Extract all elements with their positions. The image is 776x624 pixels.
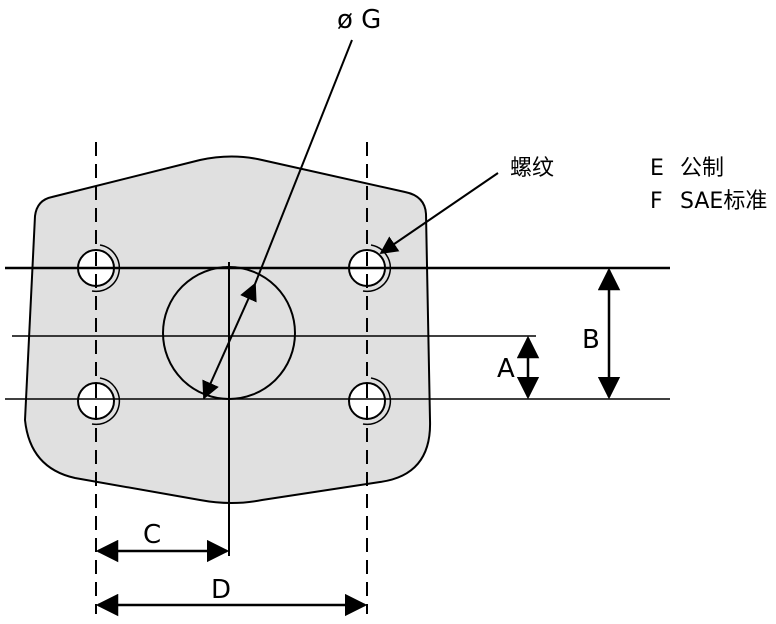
thread-leader-arrow	[379, 172, 499, 255]
legend-f-key: F	[650, 189, 663, 214]
legend-f-text: SAE标准	[680, 189, 767, 214]
dim-a-label: A	[497, 354, 515, 384]
diameter-label: ø G	[337, 5, 381, 35]
thread-label: 螺纹	[510, 156, 554, 181]
dim-b-label: B	[582, 325, 600, 355]
bolt-hole-bottom-left	[77, 377, 121, 426]
legend: E 公制 F SAE标准	[650, 156, 767, 214]
diameter-arrow	[202, 282, 257, 400]
dim-c-label: C	[143, 520, 161, 550]
flange-body	[23, 155, 432, 504]
dim-d-label: D	[211, 575, 231, 605]
diameter-leader-line	[254, 39, 353, 285]
legend-e-text: 公制	[680, 156, 724, 181]
legend-e-key: E	[650, 156, 664, 181]
